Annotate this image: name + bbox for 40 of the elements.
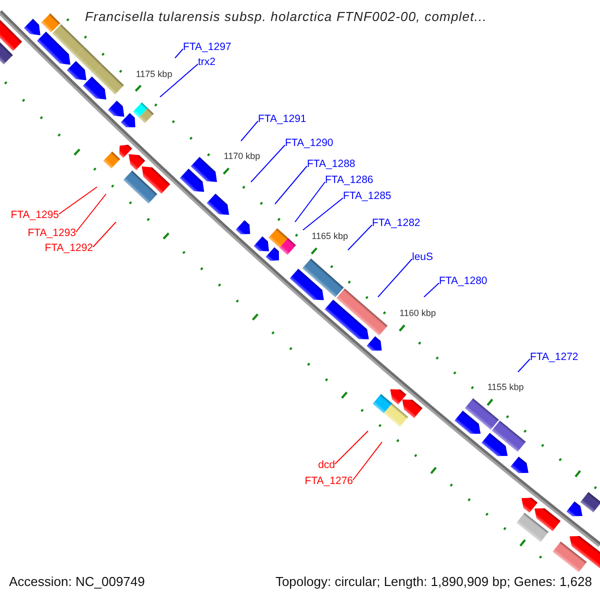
gene-label: leuS — [412, 251, 434, 263]
leader-line — [378, 258, 412, 298]
map-title: Francisella tularensis subsp. holarctica FTNF002-00, complet... — [85, 9, 487, 25]
gene-label: FTA_1285 — [343, 190, 392, 202]
leader-line — [274, 166, 308, 204]
gene-label: dcd — [318, 459, 335, 471]
gene-label: FTA_1276 — [304, 475, 353, 487]
gene-label: FTA_1291 — [258, 113, 306, 125]
scale-label: 1165 kbp — [312, 231, 348, 242]
gene-label: FTA_1292 — [44, 242, 93, 254]
leader-line — [76, 194, 106, 232]
scale-label: 1155 kbp — [487, 382, 524, 394]
leader-line — [174, 48, 184, 58]
leader-line — [334, 430, 368, 464]
gene-label: FTA_1280 — [439, 275, 488, 287]
leader-line — [250, 144, 286, 182]
gene-label: FTA_1282 — [372, 217, 420, 229]
leader-line — [352, 442, 382, 480]
leader-line — [302, 198, 344, 230]
genome-stats-text: Topology: circular; Length: 1,890,909 bp; Genes: 1,628 — [275, 574, 592, 590]
leader-line — [160, 64, 198, 98]
leader-line — [92, 222, 116, 248]
gene-label: FTA_1286 — [325, 174, 374, 186]
leader-line — [240, 120, 258, 142]
leader-line — [58, 186, 98, 214]
gene-label: FTA_1295 — [10, 209, 59, 221]
gene-label: trx2 — [198, 56, 216, 68]
gene-label: FTA_1293 — [28, 227, 76, 239]
scale-label: 1170 kbp — [224, 151, 260, 162]
scale-label: 1175 kbp — [136, 68, 172, 80]
gene-label: FTA_1288 — [307, 158, 356, 170]
leader-line — [294, 182, 326, 222]
scale-label: 1160 kbp — [400, 308, 436, 320]
leader-line — [518, 358, 530, 372]
gene-label: FTA_1272 — [530, 351, 578, 363]
gene-label: FTA_1290 — [285, 137, 334, 149]
gene-label: FTA_1297 — [183, 41, 232, 53]
leader-line — [348, 224, 372, 250]
leader-line — [424, 282, 440, 298]
accession-text: Accession: NC_009749 — [9, 574, 145, 590]
